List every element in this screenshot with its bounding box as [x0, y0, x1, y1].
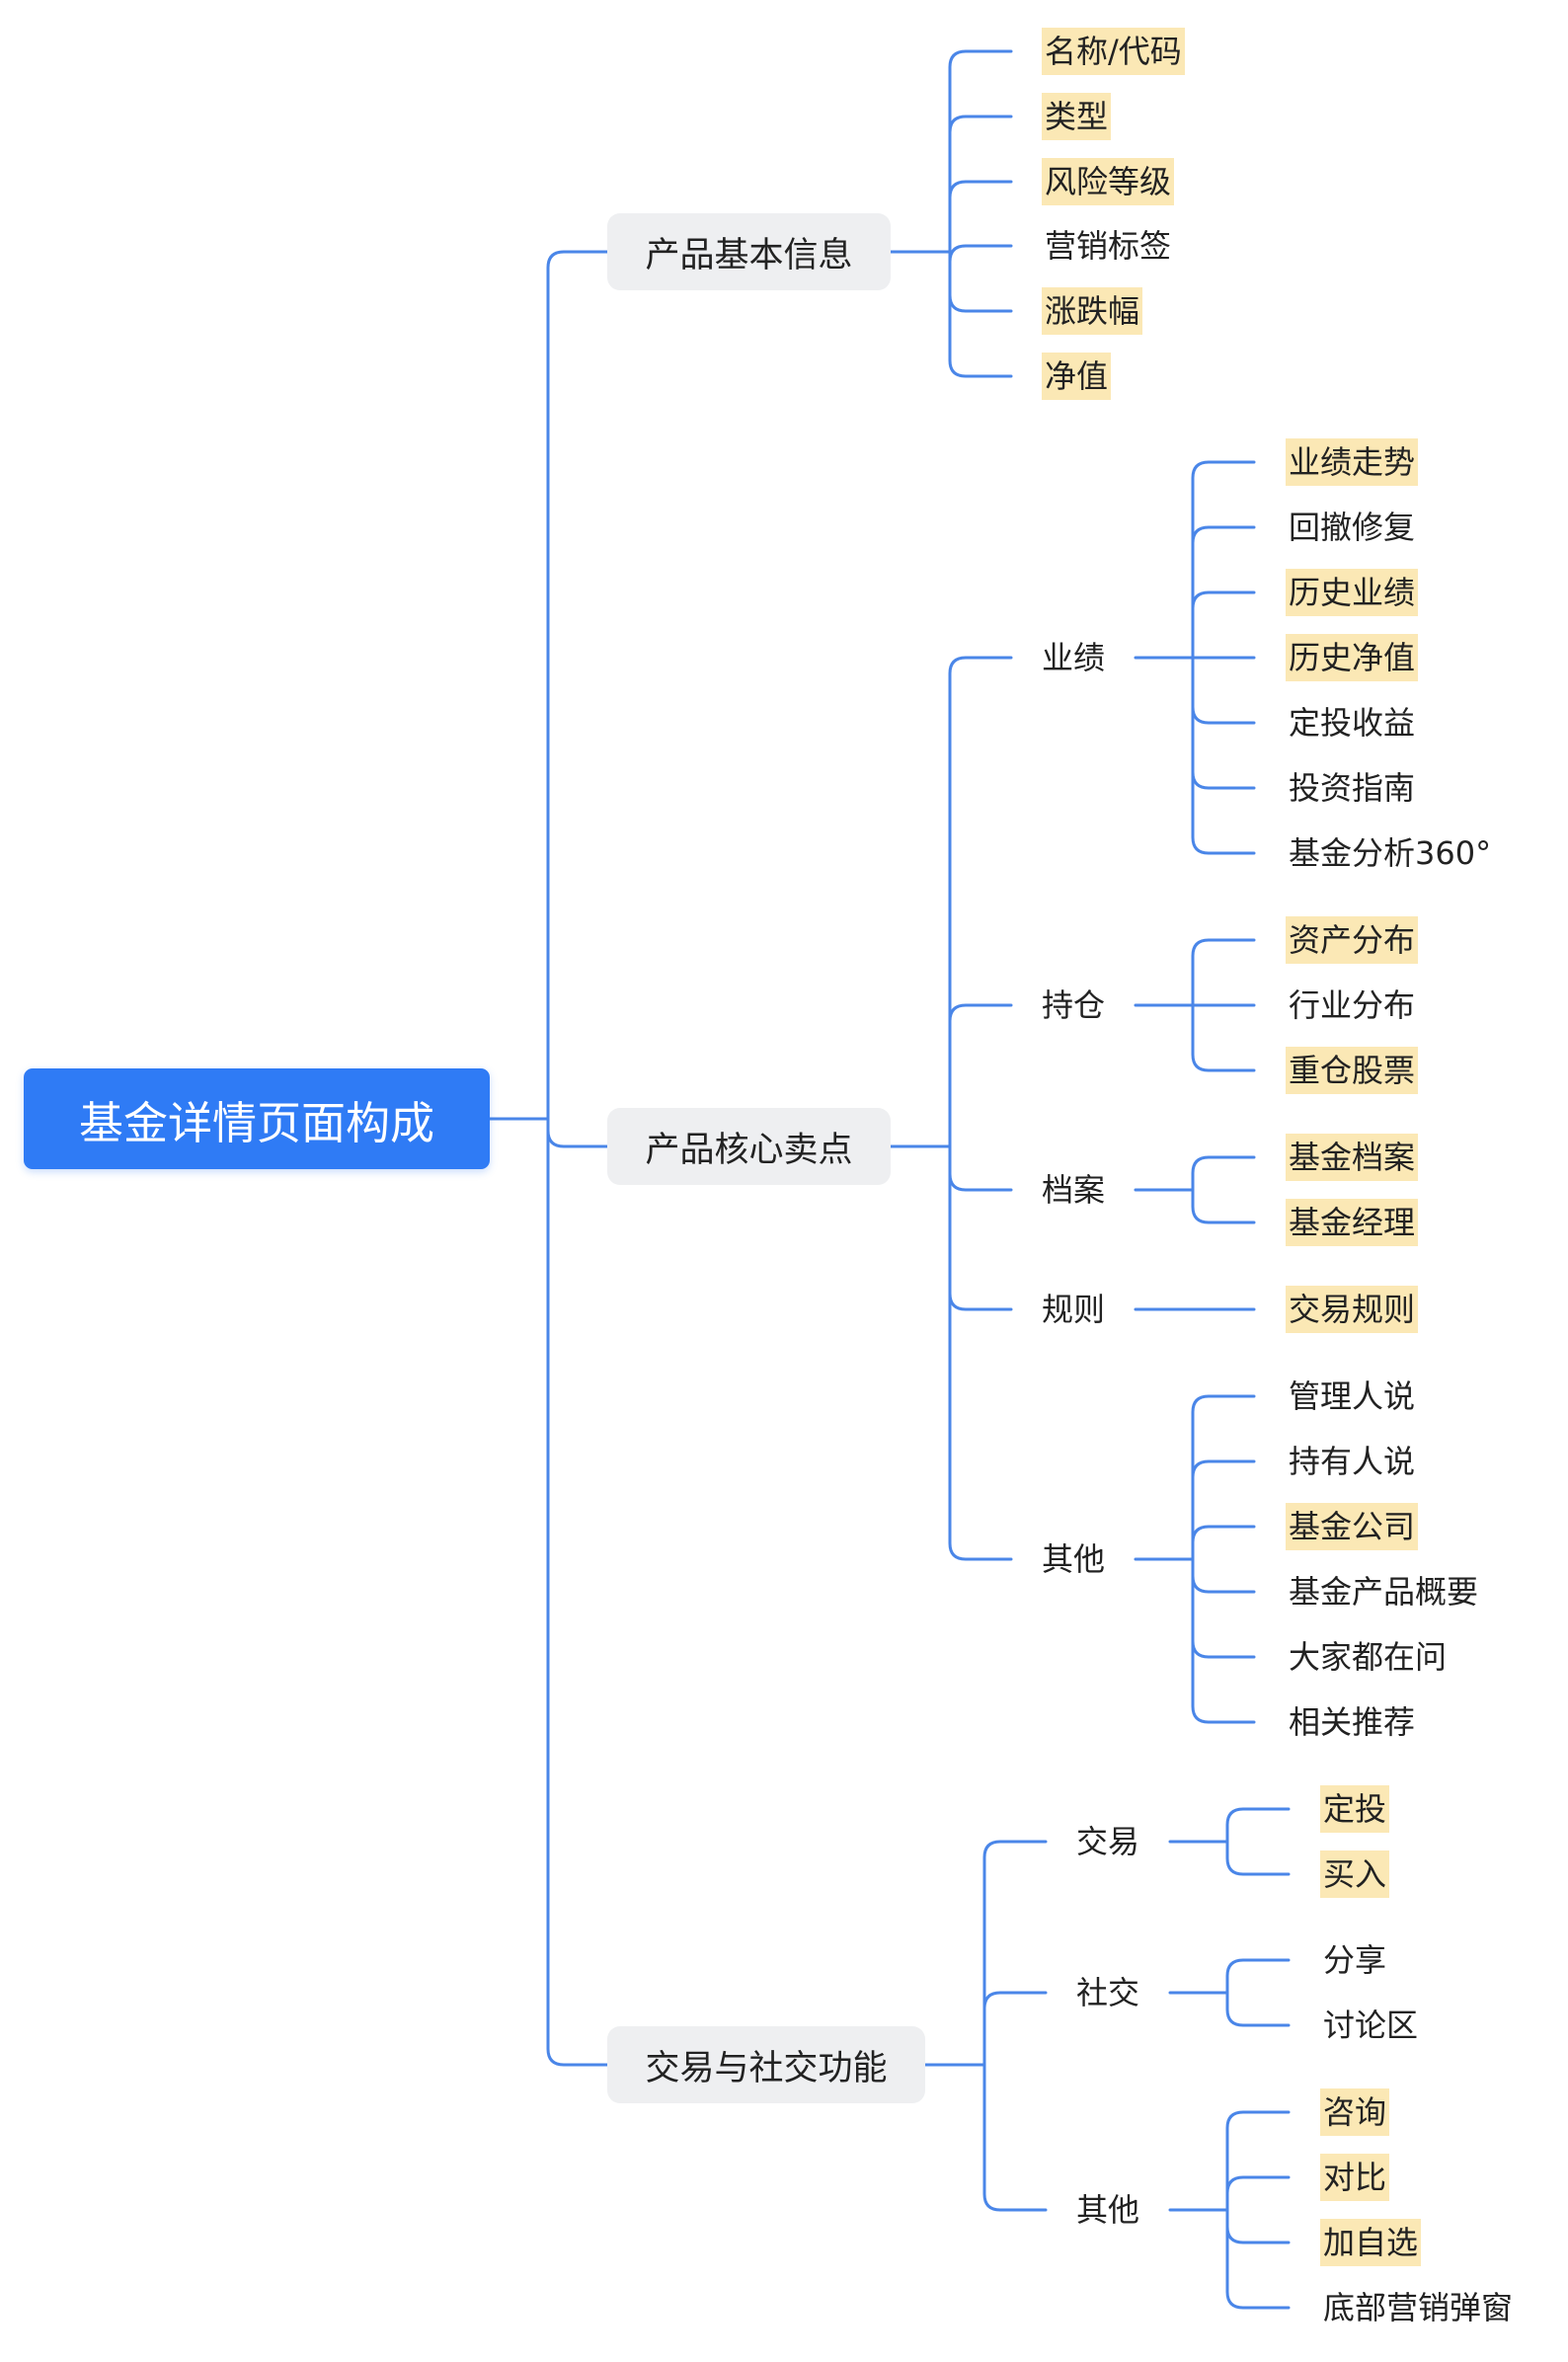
leaf-item[interactable]: 历史业绩	[1286, 569, 1419, 616]
leaf-item[interactable]: 基金公司	[1286, 1503, 1419, 1550]
leaf-item[interactable]: 讨论区	[1323, 2007, 1419, 2044]
leaf-connector	[1225, 2208, 1291, 2244]
leaf-connector	[948, 49, 1013, 254]
group-connector	[948, 656, 1013, 1148]
group-connector	[948, 1144, 1013, 1311]
group-connector	[948, 1144, 1013, 1561]
branch-node[interactable]: 产品核心卖点	[607, 1108, 891, 1185]
leaf-connector	[1225, 1840, 1291, 1876]
group-connector	[982, 1840, 1048, 2067]
group-connector	[948, 1144, 1013, 1192]
leaf-item[interactable]: 交易规则	[1286, 1286, 1419, 1333]
leaf-connector	[1225, 1807, 1291, 1844]
leaf-connector	[1225, 1991, 1291, 2027]
leaf-connector	[1191, 656, 1256, 855]
leaf-item[interactable]: 营销标签	[1045, 227, 1172, 265]
leaf-item[interactable]: 历史净值	[1286, 634, 1419, 681]
leaf-connector	[1191, 1557, 1256, 1594]
leaf-connector	[1191, 1394, 1256, 1561]
leaf-item[interactable]: 业绩走势	[1286, 438, 1419, 486]
branch-node[interactable]: 产品基本信息	[607, 213, 891, 290]
leaf-connector	[948, 244, 1013, 263]
leaf-connector	[1191, 1155, 1256, 1192]
group-connector	[948, 1003, 1013, 1148]
root-node[interactable]: 基金详情页面构成	[24, 1068, 490, 1169]
leaf-item[interactable]: 对比	[1320, 2154, 1390, 2201]
leaf-item[interactable]: 类型	[1042, 93, 1112, 140]
leaf-connector	[1191, 656, 1256, 725]
leaf-connector	[1225, 1958, 1291, 1995]
leaf-item[interactable]: 持有人说	[1289, 1443, 1416, 1480]
leaf-item[interactable]: 投资指南	[1289, 769, 1416, 807]
leaf-item[interactable]: 分享	[1323, 1941, 1387, 1979]
group-node[interactable]: 业绩	[1042, 639, 1106, 676]
leaf-connector	[1191, 1188, 1256, 1224]
leaf-connector	[1191, 1557, 1256, 1724]
group-node[interactable]: 其他	[1076, 2191, 1140, 2229]
leaf-item[interactable]: 买入	[1320, 1850, 1390, 1898]
leaf-item[interactable]: 基金产品概要	[1289, 1573, 1479, 1611]
leaf-connector	[1225, 2110, 1291, 2212]
leaf-connector	[1191, 1459, 1256, 1561]
branch-connector	[546, 1117, 609, 1148]
leaf-connector	[1191, 938, 1256, 1007]
branch-node[interactable]: 交易与社交功能	[607, 2026, 925, 2103]
group-connector	[982, 1991, 1048, 2067]
leaf-item[interactable]: 相关推荐	[1289, 1703, 1416, 1741]
leaf-item[interactable]: 重仓股票	[1286, 1047, 1419, 1094]
leaf-item[interactable]: 大家都在问	[1289, 1638, 1448, 1676]
group-node[interactable]: 规则	[1042, 1291, 1106, 1328]
leaf-item[interactable]: 资产分布	[1286, 916, 1419, 964]
leaf-connector	[948, 250, 1013, 313]
leaf-connector	[1191, 525, 1256, 660]
branch-connector	[546, 250, 609, 1121]
leaf-item[interactable]: 基金档案	[1286, 1134, 1419, 1181]
leaf-connector	[1191, 1557, 1256, 1659]
leaf-item[interactable]: 行业分布	[1289, 986, 1416, 1024]
leaf-connector	[1191, 1003, 1256, 1072]
leaf-item[interactable]: 加自选	[1320, 2219, 1422, 2266]
leaf-item[interactable]: 底部营销弹窗	[1323, 2289, 1514, 2326]
leaf-item[interactable]: 名称/代码	[1042, 28, 1185, 75]
group-node[interactable]: 其他	[1042, 1540, 1106, 1578]
leaf-item[interactable]: 基金经理	[1286, 1199, 1419, 1246]
leaf-connector	[1225, 2208, 1291, 2310]
leaf-connector	[1191, 590, 1256, 660]
leaf-item[interactable]: 咨询	[1320, 2088, 1390, 2136]
leaf-item[interactable]: 定投	[1320, 1785, 1390, 1833]
branch-connector	[546, 1117, 609, 2067]
group-node[interactable]: 社交	[1076, 1974, 1140, 2011]
leaf-item[interactable]: 净值	[1042, 353, 1112, 400]
leaf-connector	[948, 250, 1013, 378]
leaf-item[interactable]: 管理人说	[1289, 1378, 1416, 1415]
leaf-item[interactable]: 基金分析360°	[1289, 834, 1492, 872]
leaf-connector	[1225, 2175, 1291, 2212]
leaf-item[interactable]: 回撤修复	[1289, 509, 1416, 546]
leaf-item[interactable]: 定投收益	[1289, 704, 1416, 742]
leaf-item[interactable]: 涨跌幅	[1042, 287, 1143, 335]
leaf-connector	[1191, 1525, 1256, 1561]
group-node[interactable]: 持仓	[1042, 986, 1106, 1024]
leaf-connector	[948, 115, 1013, 254]
group-connector	[982, 2063, 1048, 2212]
leaf-connector	[1191, 460, 1256, 660]
leaf-connector	[948, 180, 1013, 254]
leaf-item[interactable]: 风险等级	[1042, 158, 1175, 205]
group-node[interactable]: 档案	[1042, 1171, 1106, 1209]
group-node[interactable]: 交易	[1076, 1823, 1140, 1860]
